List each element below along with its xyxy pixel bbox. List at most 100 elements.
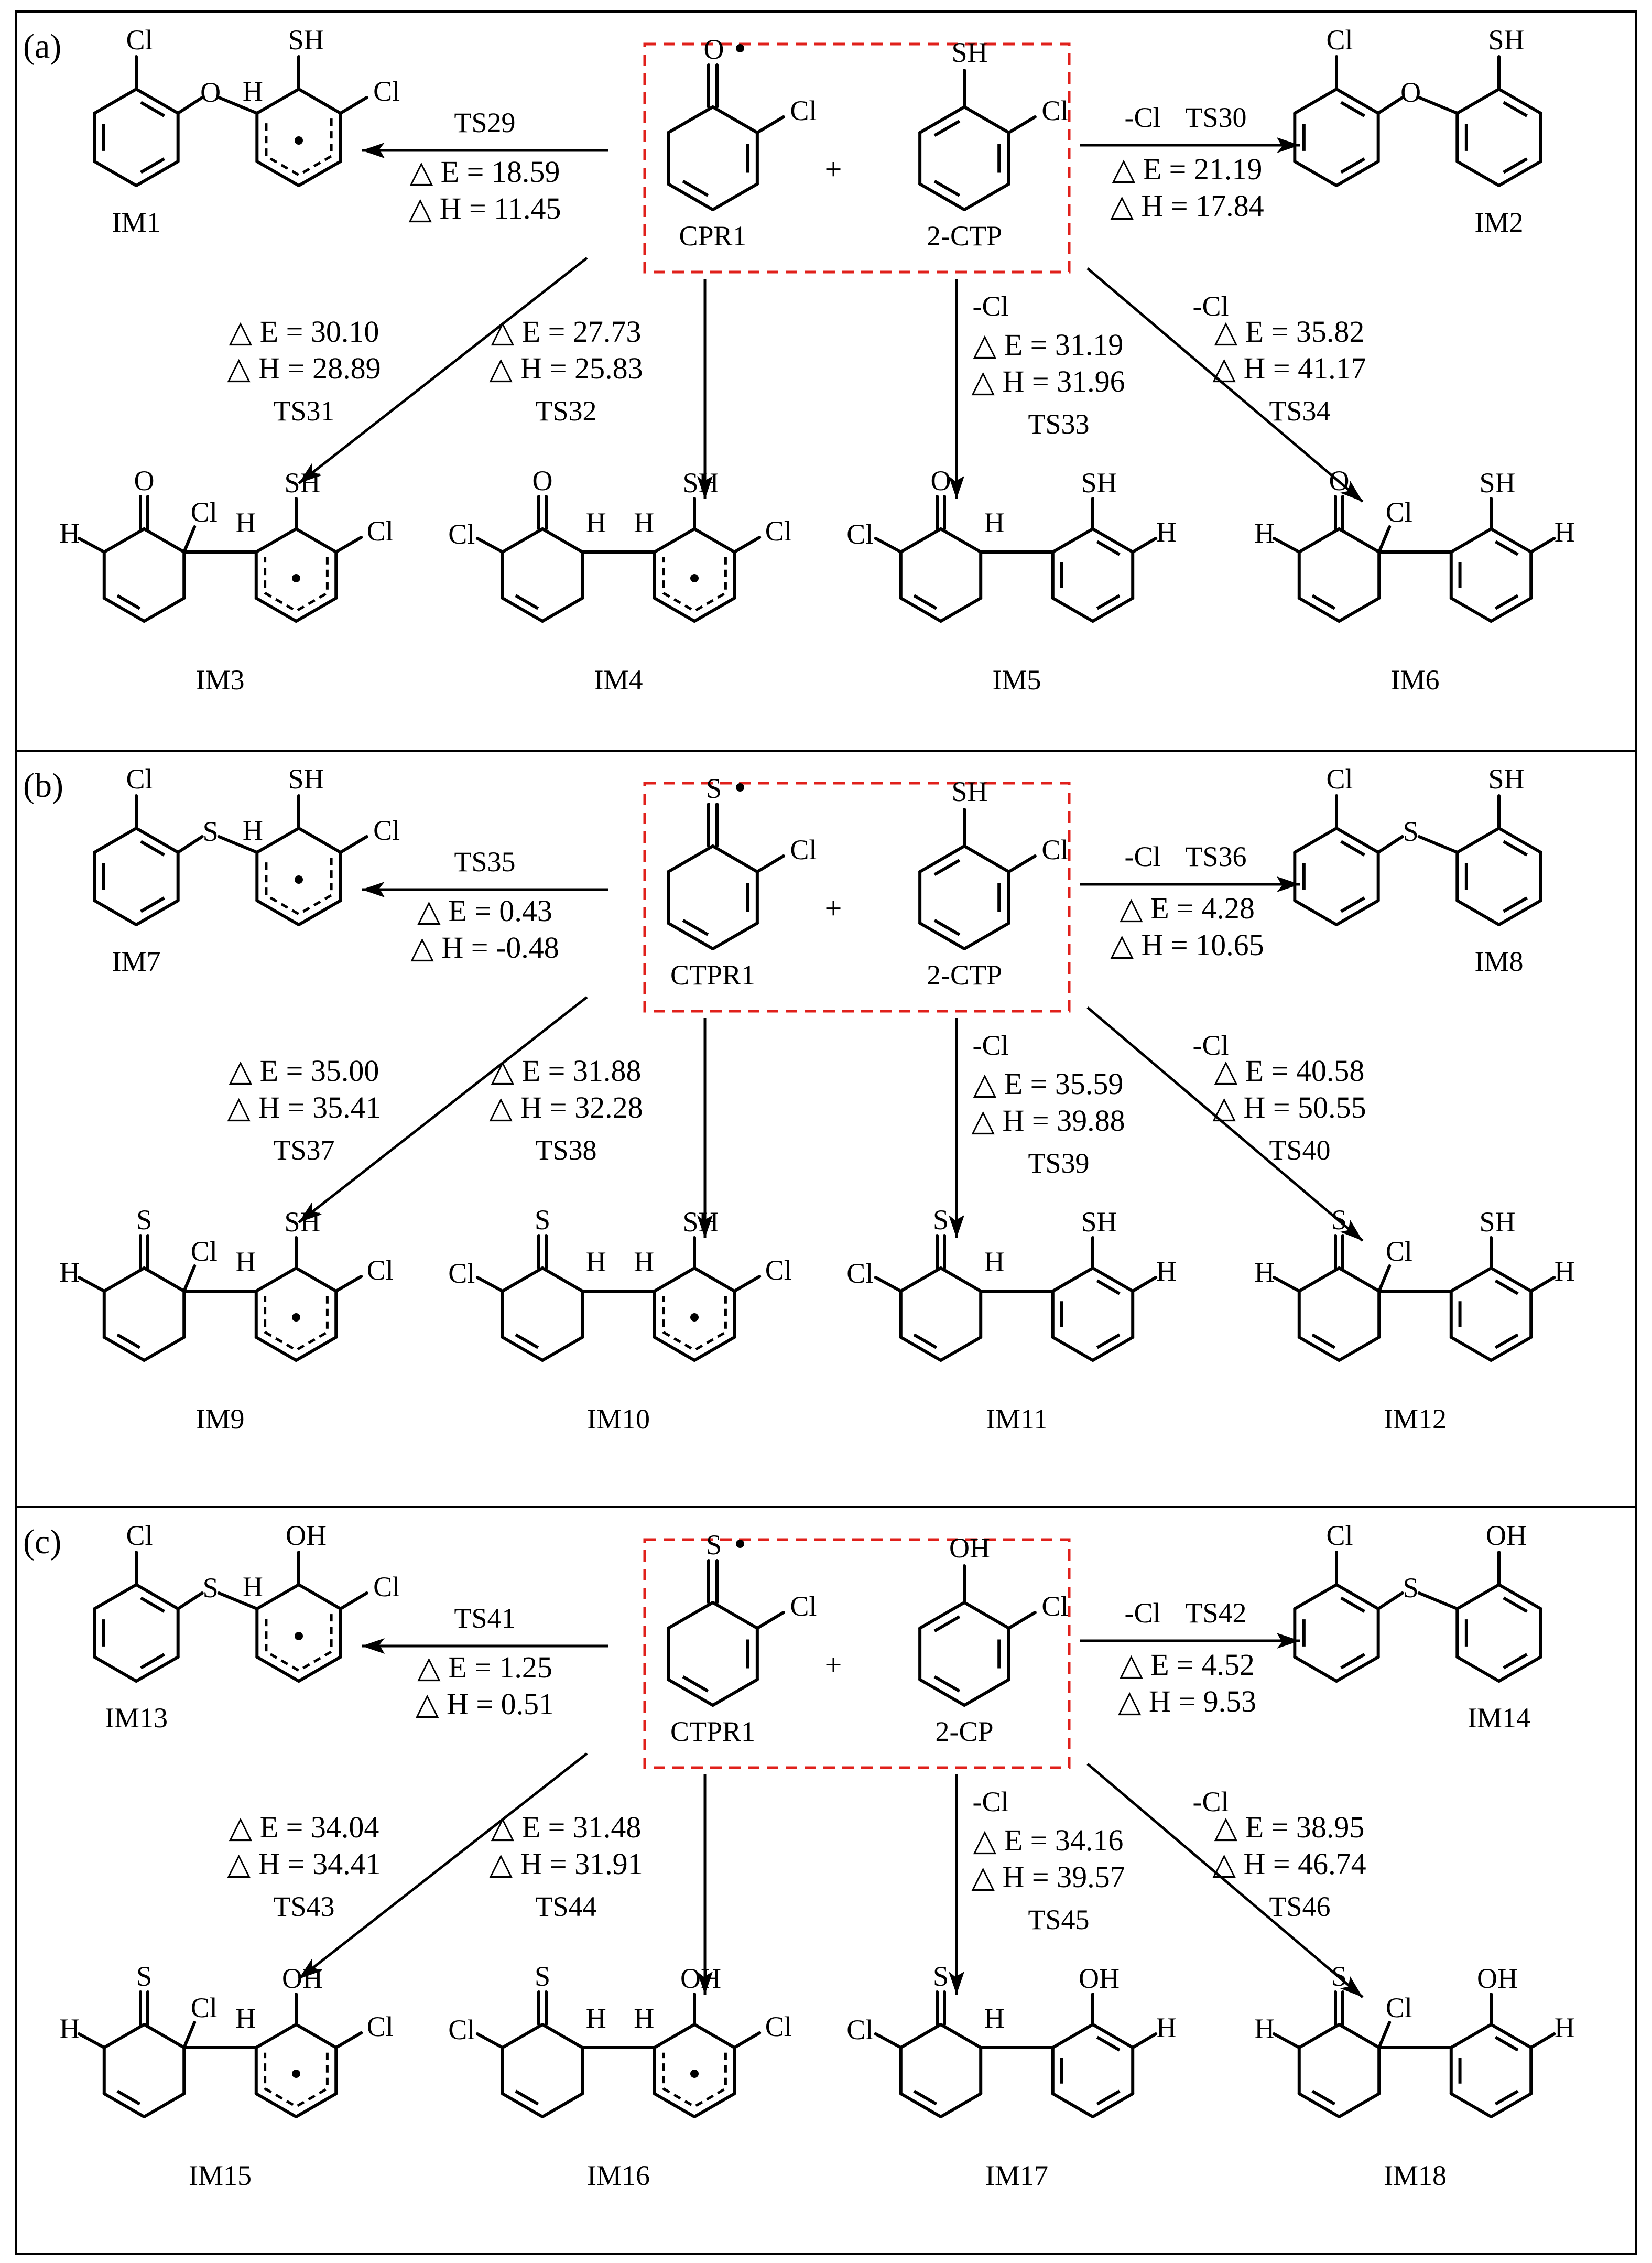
ts-label: TS41 <box>454 1602 515 1634</box>
ring-substituent: SH <box>1081 467 1117 499</box>
reactant-box <box>643 782 1071 1013</box>
delta-e-value: △ E = 4.28 <box>1120 891 1255 925</box>
delta-e-value: △ E = 31.19 <box>973 328 1124 362</box>
product-label: IM10 <box>587 1403 650 1435</box>
chlorine-label: Cl <box>1326 763 1353 795</box>
chlorine-label: Cl <box>126 1520 153 1551</box>
bridge-atom: O <box>200 77 221 108</box>
carbonyl-atom: S <box>136 1204 152 1236</box>
ts-label: TS44 <box>535 1891 596 1922</box>
arrow-down-3 <box>949 1018 964 1238</box>
radical-dot-icon <box>295 1632 303 1640</box>
plus-sign: + <box>825 891 842 925</box>
carbonyl-atom: S <box>933 1204 949 1236</box>
carbonyl-atom: O <box>1329 465 1350 496</box>
hydrogen-label: H <box>59 2013 80 2044</box>
radical-dot-icon <box>690 2070 699 2078</box>
carbonyl-atom: O <box>134 465 155 496</box>
loss-label: -Cl <box>972 1786 1008 1817</box>
reactant-label: 2-CTP <box>927 959 1002 991</box>
chlorine-label: Cl <box>1041 1590 1068 1622</box>
chlorine-label: Cl <box>448 518 475 550</box>
product-label: IM5 <box>993 664 1041 696</box>
delta-h-value: △ H = 25.83 <box>489 351 643 385</box>
product-label: IM3 <box>196 664 245 696</box>
ring-substituent: SH <box>288 763 324 795</box>
ts-label: TS39 <box>1028 1147 1089 1179</box>
arrow-down-4 <box>1086 1763 1364 1998</box>
radical-dot-icon <box>292 2070 300 2078</box>
arrow-down-3 <box>949 1774 964 1995</box>
panel-frame <box>15 1506 1637 2255</box>
delta-h-value: △ H = 39.57 <box>971 1860 1125 1894</box>
ts-label: TS34 <box>1269 395 1330 427</box>
ring-substituent: SH <box>288 24 324 56</box>
product-label: IM1 <box>112 207 161 238</box>
loss-label: -Cl <box>972 1030 1008 1061</box>
chlorine-label: Cl <box>846 1258 873 1289</box>
radical-dot-icon <box>736 1540 744 1548</box>
hydrogen-label: H <box>235 1246 256 1277</box>
chlorine-label: Cl <box>373 815 400 846</box>
reactant-box <box>643 1538 1071 1769</box>
chlorine-label: Cl <box>191 1236 218 1267</box>
chlorine-label: Cl <box>367 2011 394 2042</box>
delta-e-value: △ E = 1.25 <box>417 1650 552 1684</box>
product-label: IM12 <box>1384 1403 1447 1435</box>
reactant-label: 2-CP <box>935 1716 993 1747</box>
arrow-down-2 <box>697 279 713 499</box>
delta-h-value: △ H = 35.41 <box>227 1090 381 1124</box>
product-label: IM17 <box>985 2160 1048 2191</box>
product-label: IM14 <box>1468 1702 1530 1734</box>
radical-dot-icon <box>295 136 303 145</box>
hydrogen-label: H <box>59 1257 80 1288</box>
hydrogen-label: H <box>1555 2012 1575 2043</box>
chlorine-label: Cl <box>1041 834 1068 865</box>
product-label: IM6 <box>1391 664 1440 696</box>
ring-substituent: SH <box>1488 763 1524 795</box>
ts-label: TS43 <box>273 1891 334 1922</box>
arrow-left <box>362 1638 608 1654</box>
radical-dot-icon <box>690 1313 699 1322</box>
delta-h-value: △ H = 32.28 <box>489 1090 643 1124</box>
carbonyl-atom: S <box>933 1961 949 1992</box>
loss-label: -Cl <box>1192 1030 1229 1061</box>
product-label: IM15 <box>189 2160 252 2191</box>
reactant-atom: S <box>706 773 722 804</box>
radical-dot-icon <box>736 44 744 52</box>
carbonyl-atom: S <box>1331 1204 1347 1236</box>
ts-label: TS45 <box>1028 1904 1089 1935</box>
delta-h-value: △ H = 31.91 <box>489 1847 643 1881</box>
product-label: IM2 <box>1475 207 1524 238</box>
ts-label: TS33 <box>1028 408 1089 440</box>
delta-h-value: △ H = 39.88 <box>971 1103 1125 1138</box>
delta-e-value: △ E = 40.58 <box>1214 1054 1365 1088</box>
product-label: IM11 <box>986 1403 1048 1435</box>
delta-e-value: △ E = 31.48 <box>491 1810 642 1844</box>
arrow-left <box>362 143 608 158</box>
ts-label: TS37 <box>273 1134 334 1166</box>
delta-h-value: △ H = 0.51 <box>416 1687 554 1721</box>
arrow-down-1 <box>298 996 588 1223</box>
chlorine-label: Cl <box>765 2011 792 2042</box>
chlorine-label: Cl <box>191 1992 218 2023</box>
chlorine-label: Cl <box>373 75 400 107</box>
delta-h-value: △ H = 28.89 <box>227 351 381 385</box>
ring-substituent: SH <box>284 1206 320 1238</box>
delta-h-value: △ H = 31.96 <box>971 364 1125 398</box>
hydrogen-label: H <box>634 1246 654 1277</box>
arrow-down-3 <box>949 279 964 499</box>
arrow-down-1 <box>298 257 588 484</box>
product-label: IM7 <box>112 946 161 977</box>
delta-h-value: △ H = 10.65 <box>1110 928 1264 962</box>
ts-label: TS32 <box>535 395 596 427</box>
ts-label: TS35 <box>454 846 515 878</box>
delta-h-value: △ H = 50.55 <box>1212 1090 1366 1124</box>
ring-substituent: SH <box>1479 1206 1515 1238</box>
panel-tag: (a) <box>23 27 61 66</box>
delta-h-value: △ H = -0.48 <box>410 930 559 965</box>
reactant-substituent: OH <box>949 1532 990 1564</box>
ts-label: TS31 <box>273 395 334 427</box>
